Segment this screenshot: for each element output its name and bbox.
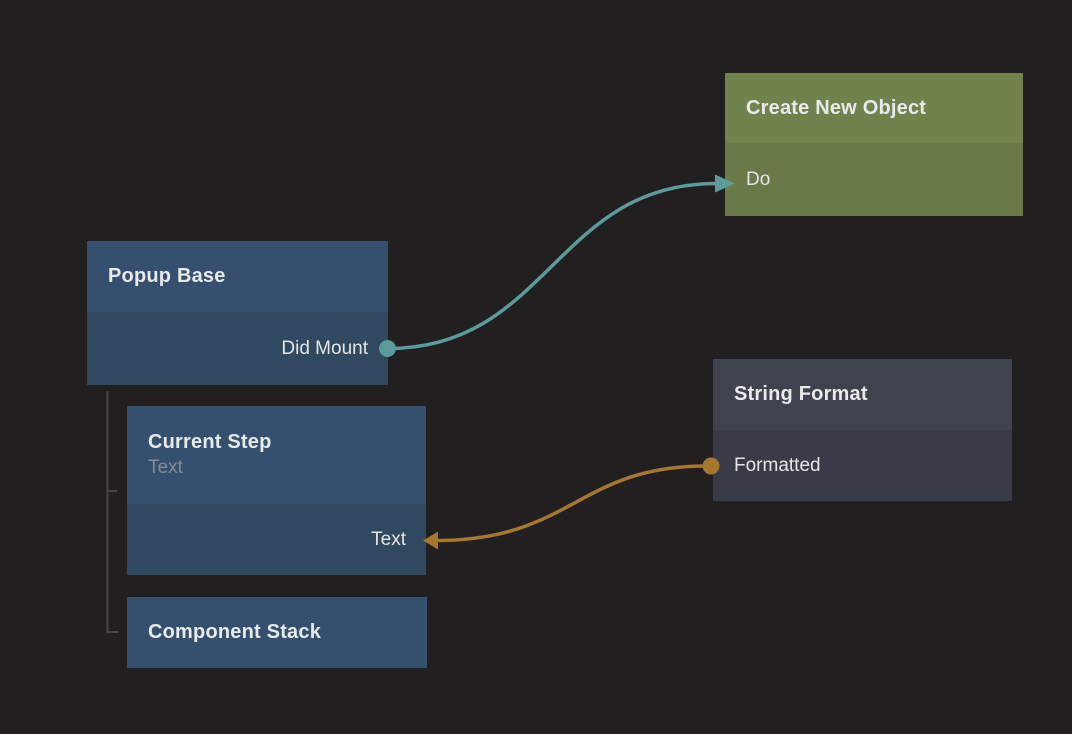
node-popup-base-header: Popup Base [87, 241, 388, 312]
node-title: String Format [734, 383, 868, 405]
node-title: Popup Base [108, 265, 226, 287]
input-port-label-do: Do [746, 168, 771, 190]
output-port-label-did-mount: Did Mount [281, 337, 368, 359]
node-create-new-object-header: Create New Object [725, 73, 1023, 143]
node-string-format[interactable]: String Format Formatted [713, 359, 1012, 501]
node-popup-base[interactable]: Popup Base Did Mount [87, 241, 388, 385]
port-row-formatted: Formatted [713, 430, 1012, 501]
node-component-stack[interactable]: Component Stack [127, 597, 427, 668]
node-subtitle: Text [148, 457, 183, 478]
node-current-step[interactable]: Current Step Text Text [127, 406, 426, 575]
input-port-label-text: Text [371, 528, 406, 550]
port-row-do: Do [725, 143, 1023, 216]
port-row-did-mount: Did Mount [87, 312, 388, 385]
node-create-new-object[interactable]: Create New Object Do [725, 73, 1023, 216]
output-port-label-formatted: Formatted [734, 454, 821, 476]
wire-formatted-to-text[interactable] [435, 464, 707, 543]
wire-did-mount-to-do[interactable] [387, 181, 717, 351]
node-current-step-header: Current Step Text [127, 406, 426, 504]
hierarchy-connector-line [106, 391, 119, 633]
node-string-format-header: String Format [713, 359, 1012, 430]
node-title: Current Step [148, 431, 272, 453]
node-component-stack-header: Component Stack [127, 597, 427, 668]
node-title: Create New Object [746, 96, 927, 119]
port-row-text: Text [127, 504, 426, 575]
node-title: Component Stack [148, 621, 322, 643]
